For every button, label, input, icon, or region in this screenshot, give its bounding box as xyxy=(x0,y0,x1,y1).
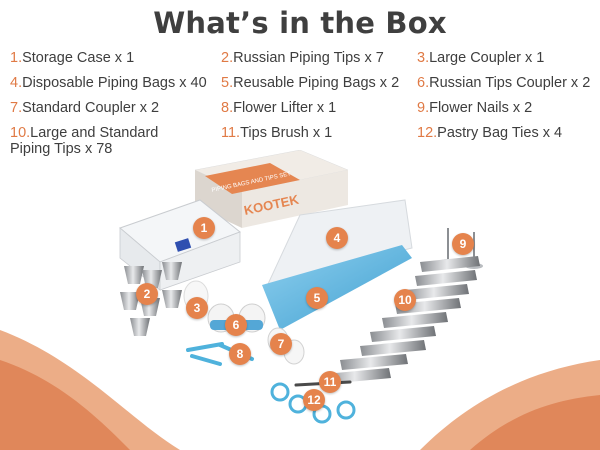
list-item: 8.Flower Lifter x 1 xyxy=(221,100,337,116)
badge-5: 5 xyxy=(306,287,328,309)
badge-2: 2 xyxy=(136,283,158,305)
list-item: 10.Large and Standard Piping Tips x 78 xyxy=(10,125,159,157)
badge-4: 4 xyxy=(326,227,348,249)
reusable-piping-bag xyxy=(262,245,412,330)
badge-7: 7 xyxy=(270,333,292,355)
russian-piping-tips xyxy=(120,262,182,336)
list-item: 5.Reusable Piping Bags x 2 xyxy=(221,75,400,91)
list-item: 12.Pastry Bag Ties x 4 xyxy=(417,125,563,141)
list-item: 6.Russian Tips Coupler x 2 xyxy=(417,75,591,91)
badge-11: 11 xyxy=(319,371,341,393)
badge-9: 9 xyxy=(452,233,474,255)
product-illustration: PIPING BAGS AND TIPS SET KOOTEK xyxy=(119,150,483,424)
list-item: 7.Standard Coupler x 2 xyxy=(10,100,160,116)
large-and-standard-piping-tips xyxy=(325,256,480,384)
badge-12: 12 xyxy=(303,389,325,411)
list-item: 2.Russian Piping Tips x 7 xyxy=(221,50,384,66)
product-box: PIPING BAGS AND TIPS SET KOOTEK xyxy=(194,150,349,228)
page-title: What’s in the Box xyxy=(153,6,447,40)
badge-10: 10 xyxy=(394,289,416,311)
badge-3: 3 xyxy=(186,297,208,319)
badge-6: 6 xyxy=(225,314,247,336)
list-item: 1.Storage Case x 1 xyxy=(10,50,135,66)
list-item: 11.Tips Brush x 1 xyxy=(221,125,333,141)
badge-1: 1 xyxy=(193,217,215,239)
badge-8: 8 xyxy=(229,343,251,365)
list-item: 4.Disposable Piping Bags x 40 xyxy=(10,75,207,91)
list-item: 3.Large Coupler x 1 xyxy=(417,50,545,66)
list-item: 9.Flower Nails x 2 xyxy=(417,100,533,116)
